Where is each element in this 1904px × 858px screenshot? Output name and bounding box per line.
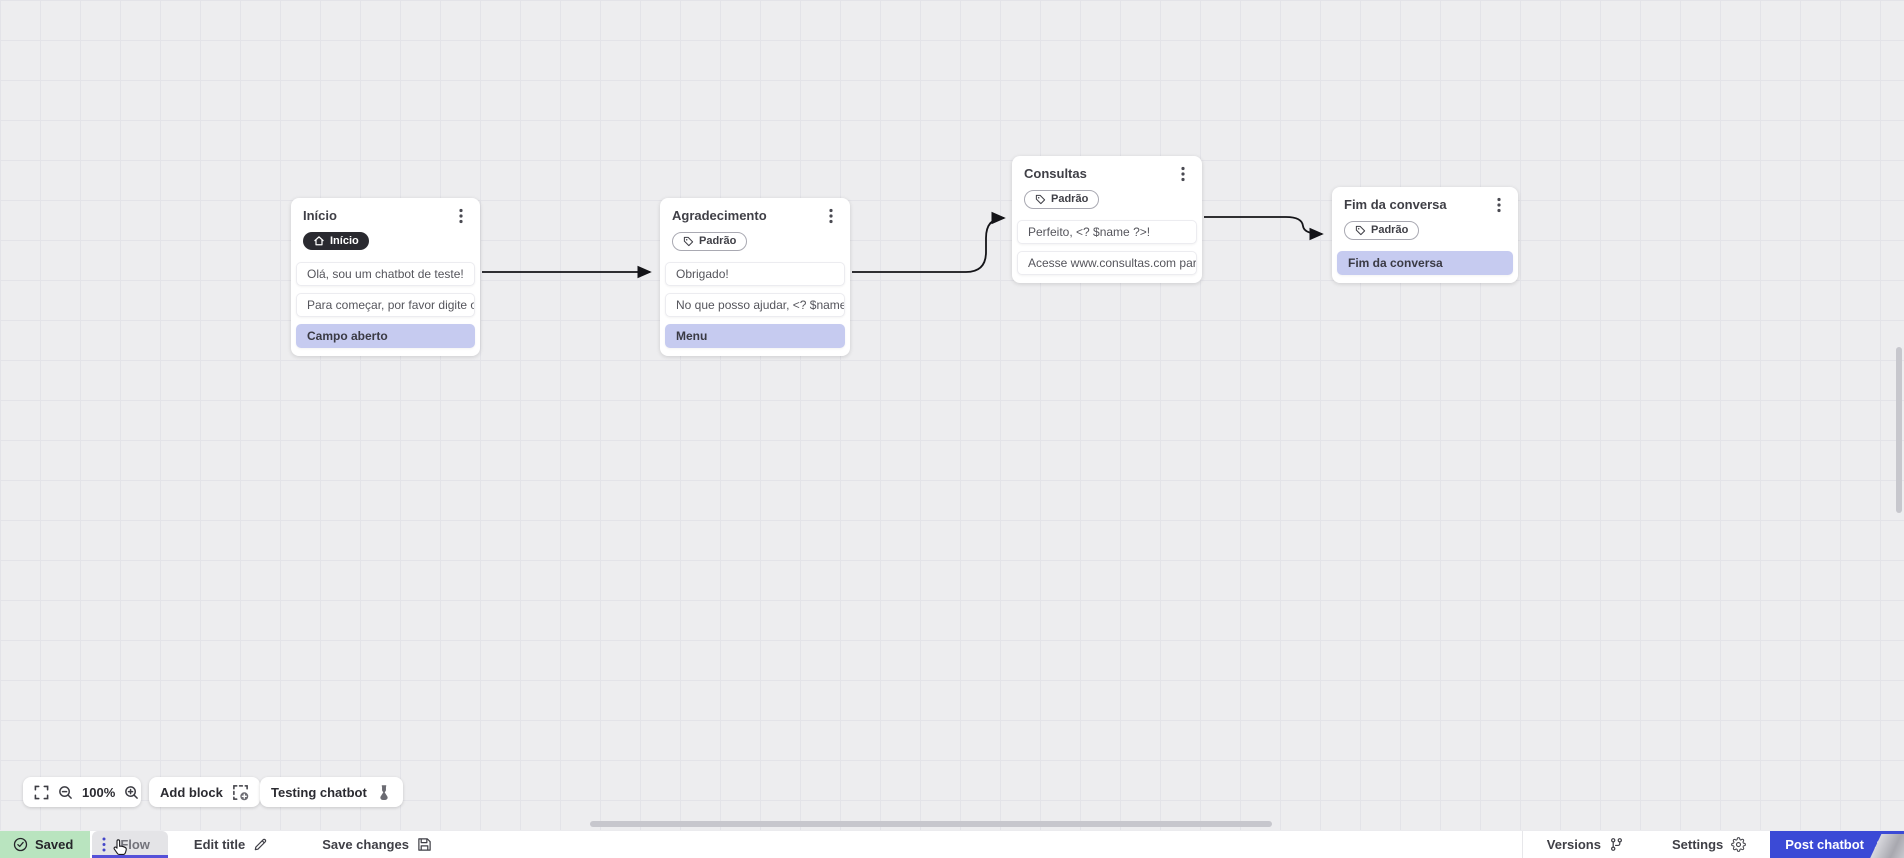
tag-icon xyxy=(683,236,694,247)
status-bar: Saved Flow Edit title Save changes Versi… xyxy=(0,830,1904,858)
statusbar-divider xyxy=(1521,831,1523,858)
testing-chatbot-button[interactable]: Testing chatbot xyxy=(260,777,403,807)
vertical-scrollbar[interactable] xyxy=(1896,347,1902,513)
node-item-menu[interactable]: Menu xyxy=(665,324,845,348)
node-title: Fim da conversa xyxy=(1344,197,1447,212)
node-item-open-field[interactable]: Campo aberto xyxy=(296,324,475,348)
node-item-message[interactable]: Perfeito, <? $name ?>! xyxy=(1017,220,1197,244)
statusbar-spacer xyxy=(450,831,1522,858)
kebab-icon xyxy=(1181,166,1185,182)
node-item-message[interactable]: Acesse www.consultas.com par... xyxy=(1017,251,1197,275)
check-circle-icon xyxy=(13,837,28,852)
add-block-label: Add block xyxy=(160,784,223,800)
git-branch-icon xyxy=(1610,838,1622,851)
flow-node-fim-da-conversa[interactable]: Fim da conversa Padrão Fim da conversa xyxy=(1332,187,1518,283)
gear-icon xyxy=(1731,837,1747,852)
pencil-icon xyxy=(254,838,267,851)
zoom-in-icon xyxy=(125,785,139,799)
zoom-out-button[interactable] xyxy=(58,785,73,800)
settings-button[interactable]: Settings xyxy=(1648,831,1770,858)
testing-chatbot-label: Testing chatbot xyxy=(271,784,367,800)
node-badge: Início xyxy=(303,232,369,250)
zoom-level: 100% xyxy=(82,784,116,800)
versions-label: Versions xyxy=(1546,837,1601,852)
connection-consultas-fim xyxy=(1204,216,1324,241)
node-title: Início xyxy=(303,208,337,223)
connection-agradecimento-consultas xyxy=(852,211,1006,273)
node-menu-button[interactable] xyxy=(824,208,838,224)
add-block-button[interactable]: Add block xyxy=(149,777,260,807)
kebab-icon xyxy=(1497,197,1501,213)
node-badge-label: Início xyxy=(330,234,359,247)
node-item-end-conversation[interactable]: Fim da conversa xyxy=(1337,251,1513,275)
node-badge: Padrão xyxy=(1024,190,1100,209)
node-menu-button[interactable] xyxy=(1492,197,1506,213)
saved-status-badge: Saved xyxy=(0,831,91,858)
kebab-icon xyxy=(829,208,833,224)
node-item-message[interactable]: No que posso ajudar, <? $name ... xyxy=(665,293,845,317)
horizontal-scrollbar[interactable] xyxy=(590,821,1272,827)
flow-node-consultas[interactable]: Consultas Padrão Perfeito, <? $name ?>! … xyxy=(1012,156,1202,283)
node-badge-label: Padrão xyxy=(699,235,737,247)
tab-flow[interactable]: Flow xyxy=(92,831,168,858)
upload-icon xyxy=(1874,837,1888,851)
node-menu-button[interactable] xyxy=(454,208,468,224)
flow-tab-kebab-icon xyxy=(102,837,106,852)
home-icon xyxy=(314,236,324,246)
post-chatbot-label: Post chatbot xyxy=(1785,837,1864,852)
node-item-message[interactable]: Obrigado! xyxy=(665,262,845,286)
node-title: Agradecimento xyxy=(672,208,767,223)
node-item-message[interactable]: Olá, sou um chatbot de teste! xyxy=(296,262,475,286)
node-badge-label: Padrão xyxy=(1051,193,1089,205)
fullscreen-icon xyxy=(34,785,49,799)
save-icon xyxy=(418,838,431,851)
edit-title-label: Edit title xyxy=(193,837,246,852)
save-changes-button[interactable]: Save changes xyxy=(304,831,450,858)
kebab-icon xyxy=(459,208,463,224)
node-item-message[interactable]: Para começar, por favor digite o ... xyxy=(296,293,475,317)
node-badge: Padrão xyxy=(1344,221,1420,240)
saved-status-label: Saved xyxy=(35,837,74,852)
zoom-in-button[interactable] xyxy=(124,785,139,800)
node-badge-label: Padrão xyxy=(1371,224,1409,236)
save-changes-label: Save changes xyxy=(322,837,409,852)
flow-node-inicio[interactable]: Início Início Olá, sou um chatbot de tes… xyxy=(291,198,480,356)
post-chatbot-button[interactable]: Post chatbot xyxy=(1770,831,1904,858)
zoom-out-icon xyxy=(59,785,72,799)
flask-icon xyxy=(380,784,388,800)
zoom-toolbar: 100% xyxy=(23,777,141,807)
edit-title-button[interactable]: Edit title xyxy=(176,831,286,858)
node-menu-button[interactable] xyxy=(1176,166,1190,182)
tag-icon xyxy=(1355,225,1366,236)
node-title: Consultas xyxy=(1024,166,1087,181)
add-block-icon xyxy=(232,784,249,800)
flow-tab-label: Flow xyxy=(120,837,150,852)
node-badge: Padrão xyxy=(672,232,748,251)
flow-node-agradecimento[interactable]: Agradecimento Padrão Obrigado! No que po… xyxy=(660,198,850,356)
settings-label: Settings xyxy=(1671,837,1724,852)
fullscreen-button[interactable] xyxy=(34,785,49,800)
versions-button[interactable]: Versions xyxy=(1523,831,1648,858)
tag-icon xyxy=(1035,194,1046,205)
